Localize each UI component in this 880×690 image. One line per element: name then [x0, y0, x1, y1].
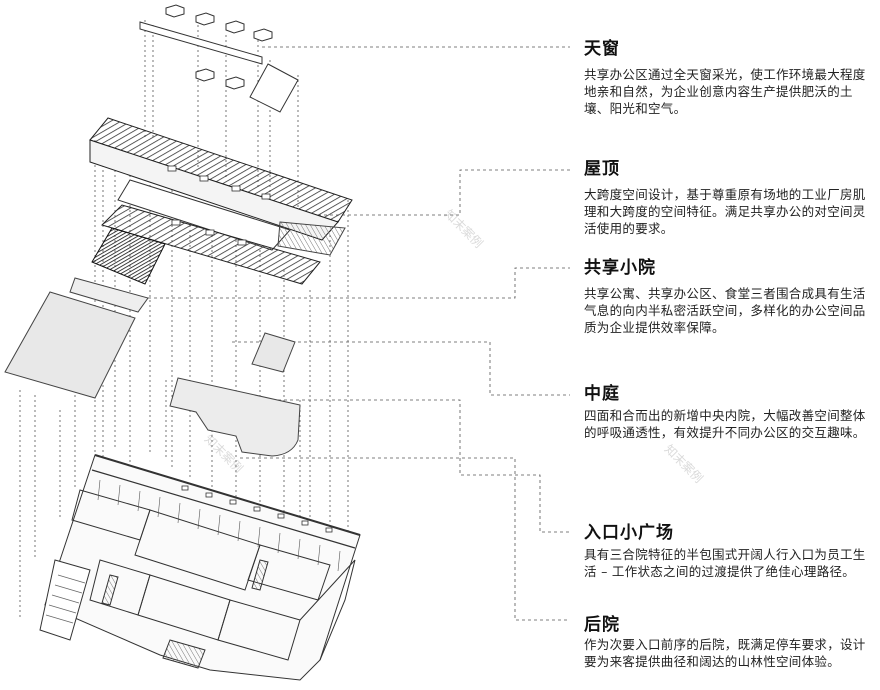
section-title: 屋顶 — [584, 159, 620, 179]
skylight-panel — [249, 63, 299, 113]
section-backyard: 后院 作为次要入口前序的后院，既满足停车要求，设计要为来客提供曲径和阔达的山林性… — [584, 614, 876, 670]
section-shared-courtyard: 共享小院 共享公寓、共享办公区、食堂三者围合成具有生活气息的向内半私密活跃空间，… — [584, 257, 876, 336]
atrium-plate — [251, 332, 296, 373]
section-title: 后院 — [584, 615, 620, 635]
section-body: 共享办公区通过全天窗采光，使工作环境最大程度地亲和自然，为企业创意内容生产提供肥… — [584, 67, 866, 116]
section-atrium: 中庭 四面和合而出的新增中央内院，大幅改善空间整体的呼吸通透性，有效提升不同办公… — [584, 383, 876, 441]
skylight-strip — [139, 21, 263, 65]
shared-courtyard-plate — [69, 277, 149, 313]
section-roof: 屋顶 大跨度空间设计，基于尊重原有场地的工业厂房肌理和大跨度的空间特征。满足共享… — [584, 158, 876, 237]
section-body: 四面和合而出的新增中央内院，大幅改善空间整体的呼吸通透性，有效提升不同办公区的交… — [584, 408, 866, 440]
leader-lines — [130, 46, 570, 621]
entrance-plaza-plate — [169, 377, 301, 457]
section-title: 天窗 — [584, 39, 620, 59]
section-body: 大跨度空间设计，基于尊重原有场地的工业厂房肌理和大跨度的空间特征。满足共享办公的… — [584, 187, 866, 236]
section-skylight: 天窗 共享办公区通过全天窗采光，使工作环境最大程度地亲和自然，为企业创意内容生产… — [584, 38, 876, 117]
skylight-units — [165, 4, 273, 90]
section-body: 共享公寓、共享办公区、食堂三者围合成具有生活气息的向内半私密活跃空间，多样化的办… — [584, 286, 866, 335]
roof-layer — [89, 117, 353, 285]
ground-floor-plan — [39, 454, 361, 681]
section-entrance-plaza: 入口小广场 具有三合院特征的半包围式开阔人行入口为员工生活 – 工作状态之间的过… — [584, 522, 876, 580]
section-title: 入口小广场 — [584, 523, 674, 543]
large-plate — [4, 291, 136, 399]
section-body: 具有三合院特征的半包围式开阔人行入口为员工生活 – 工作状态之间的过渡提供了绝佳… — [584, 547, 866, 579]
section-body: 作为次要入口前序的后院，既满足停车要求，设计要为来客提供曲径和阔达的山林性空间体… — [584, 637, 866, 669]
section-title: 中庭 — [584, 384, 620, 404]
section-title: 共享小院 — [584, 258, 656, 278]
